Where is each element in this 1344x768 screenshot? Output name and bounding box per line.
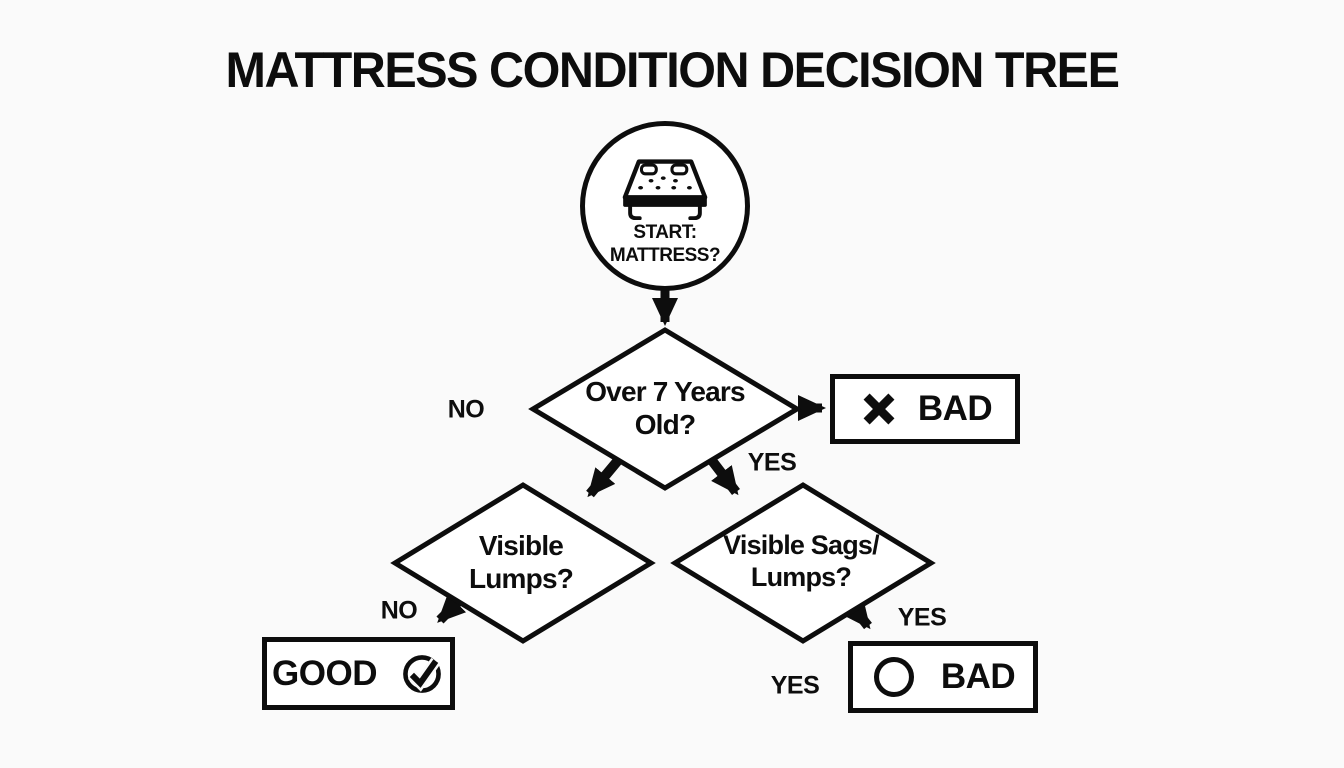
arrow-age-yes-to-right-diamond	[706, 454, 740, 496]
page-title: MATTRESS CONDITION DECISION TREE	[225, 42, 1120, 98]
arrow-left-no-to-good	[436, 588, 472, 624]
x-icon	[863, 393, 895, 425]
diamond-visible-lumps-label: Visible Lumps?	[468, 529, 574, 595]
start-node-label: START: MATTRESS?	[609, 222, 721, 268]
circle-icon	[873, 656, 914, 698]
check-circle-icon	[403, 654, 441, 693]
start-node-label-line2: MATTRESS?	[609, 244, 721, 266]
diamond-visible-lumps-line1: Visible	[478, 529, 564, 561]
edge-label-no-left: NO	[380, 596, 418, 625]
diamond-visible-sags-label: Visible Sags/ Lumps?	[723, 530, 879, 594]
outcome-good: GOOD	[262, 637, 455, 710]
arrow-age-no-to-left-diamond	[586, 454, 624, 498]
diamond-age-label-line2: Old?	[634, 409, 696, 440]
outcome-bad-bottom: BAD	[848, 641, 1038, 713]
outcome-bad-bottom-label: BAD	[940, 657, 1016, 696]
diamond-age-label: Over 7 Years Old?	[585, 375, 745, 441]
outcome-good-label: GOOD	[272, 653, 377, 693]
mattress-icon	[622, 159, 708, 220]
edge-label-yes-right: YES	[897, 603, 947, 632]
edge-label-yes-bottom: YES	[770, 671, 820, 700]
outcome-bad-top: BAD	[830, 374, 1020, 444]
start-node: START: MATTRESS?	[580, 121, 750, 291]
outcome-bad-top-label: BAD	[917, 389, 993, 428]
diamond-visible-sags-line1: Visible Sags/	[723, 530, 879, 561]
diamond-visible-sags-line2: Lumps?	[750, 562, 852, 592]
edge-label-no-age: NO	[447, 395, 485, 424]
diamond-age-label-line1: Over 7 Years	[585, 375, 745, 407]
edge-label-yes-age: YES	[747, 448, 797, 477]
start-node-label-line1: START:	[633, 222, 697, 243]
arrow-right-yes-to-bad-bottom	[842, 594, 872, 630]
diamond-visible-lumps-line2: Lumps?	[468, 563, 574, 594]
